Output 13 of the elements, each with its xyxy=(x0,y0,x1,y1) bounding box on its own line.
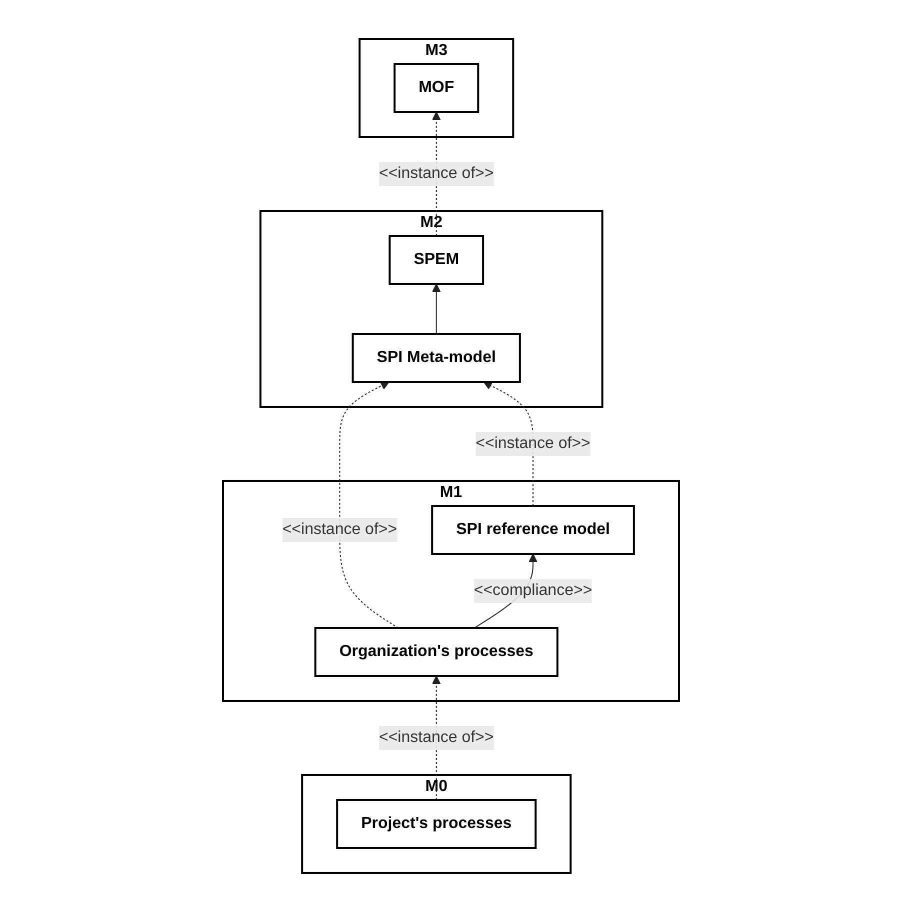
edge-label: <<instance of>> xyxy=(378,728,494,746)
node-box: SPEM xyxy=(388,235,484,285)
node-box: MOF xyxy=(393,63,479,113)
edge-label: <<instance of>> xyxy=(475,434,590,452)
edge-label: <<instance of>> xyxy=(282,520,397,538)
node-box: Organization's processes xyxy=(314,627,558,677)
edge-label: <<instance of>> xyxy=(378,165,494,182)
node-box: SPI Meta-model xyxy=(351,333,520,383)
arrow xyxy=(431,284,440,334)
node-box: SPI reference model xyxy=(430,505,634,555)
node-box: Project's processes xyxy=(336,798,536,849)
edge-label: <<compliance>> xyxy=(473,582,592,599)
arrow xyxy=(338,382,398,628)
